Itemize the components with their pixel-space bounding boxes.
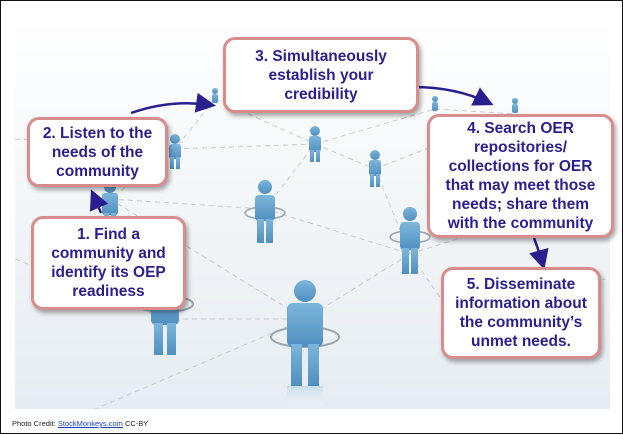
step-3-label: 3. Simultaneously establish your credibi… <box>255 47 387 103</box>
step-1-find-community: 1. Find a community and identify its OEP… <box>31 216 186 310</box>
step-1-label: 1. Find a community and identify its OEP… <box>51 226 166 300</box>
step-3-establish-credibility: 3. Simultaneously establish your credibi… <box>223 37 419 113</box>
step-4-search-oer: 4. Search OER repositories/ collections … <box>427 114 614 238</box>
person-figure-center <box>244 180 286 243</box>
person-figure-large <box>270 280 340 408</box>
photo-credit-prefix: Photo Credit: <box>12 419 58 428</box>
photo-credit-link[interactable]: StockMonkeys.com <box>57 419 123 428</box>
step-2-listen: 2. Listen to the needs of the community <box>27 117 168 187</box>
step-2-label: 2. Listen to the needs of the community <box>42 124 153 180</box>
step-5-disseminate: 5. Disseminate information about the com… <box>441 267 601 359</box>
photo-credit: Photo Credit: StockMonkeys.com CC-BY <box>12 419 148 428</box>
step-5-label: 5. Disseminate information about the com… <box>455 276 587 350</box>
photo-credit-suffix: CC-BY <box>122 419 149 428</box>
person-figure-right <box>389 207 431 274</box>
step-4-label: 4. Search OER repositories/ collections … <box>445 120 596 232</box>
